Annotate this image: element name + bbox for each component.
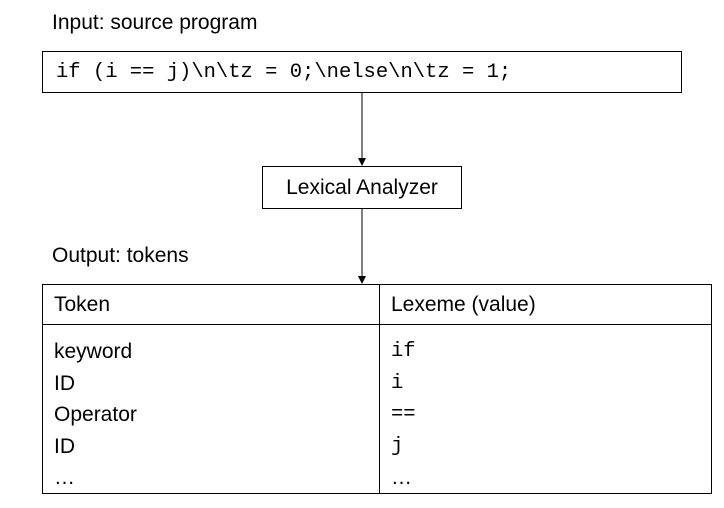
lexeme-column: if i == j … [391,336,416,494]
header-lexeme: Lexeme (value) [391,293,536,316]
lexical-analyzer-box: Lexical Analyzer [262,166,462,209]
lexeme-cell: i [391,371,404,395]
lexical-analyzer-label: Lexical Analyzer [286,175,438,199]
token-cell: Operator [54,403,137,426]
header-divider [43,324,711,325]
token-cell: ID [54,434,75,458]
source-code: if (i == j)\n\tz = 0;\nelse\n\tz = 1; [56,60,512,84]
lexeme-cell: … [391,466,412,489]
source-program-box: if (i == j)\n\tz = 0;\nelse\n\tz = 1; [42,51,682,93]
lexeme-cell: j [391,434,404,458]
token-column: keyword ID Operator ID … [54,336,137,494]
token-cell: keyword [54,340,133,363]
lexeme-cell: if [391,340,416,363]
token-cell: ID [54,371,75,395]
input-label: Input: source program [52,11,258,34]
tokens-table: Token Lexeme (value) keyword ID Operator… [42,284,712,494]
header-token: Token [54,293,111,316]
output-label: Output: tokens [52,244,189,267]
lexeme-cell: == [391,403,416,426]
token-cell: … [54,466,75,489]
column-divider [379,285,380,493]
